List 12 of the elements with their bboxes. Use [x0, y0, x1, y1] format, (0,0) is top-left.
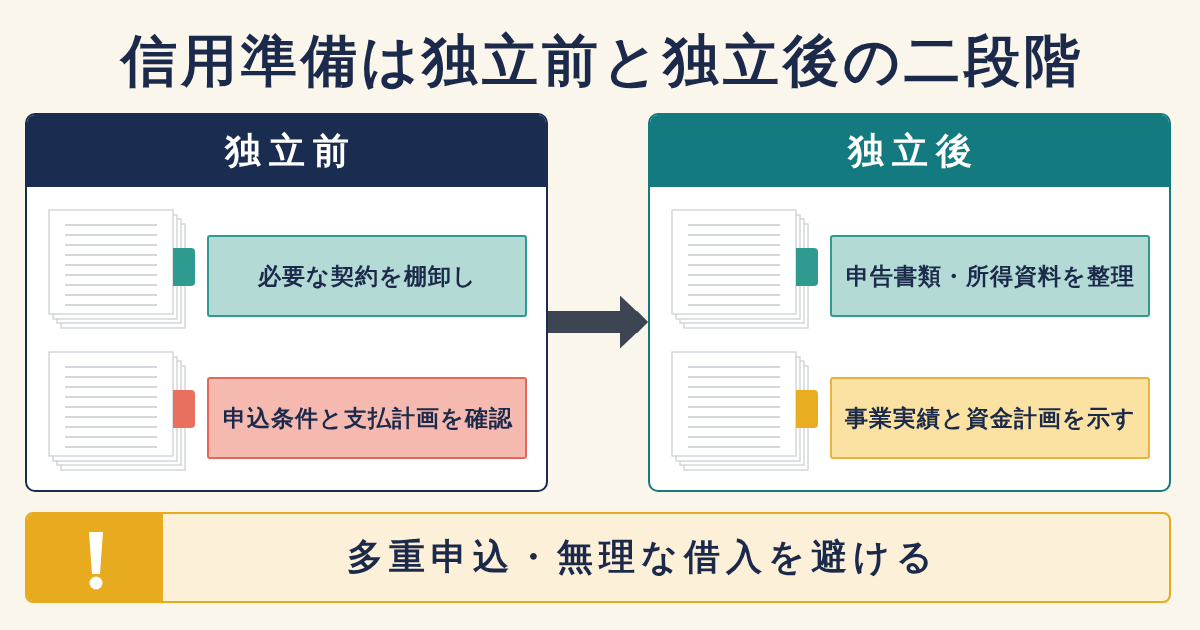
- warning-text: 多重申込・無理な借入を避ける: [346, 535, 939, 579]
- stage-panel: [25, 113, 548, 492]
- step-box: 申込条件と支払計画を確認: [207, 377, 527, 459]
- title: 信用準備は独立前と独立後の二段階: [118, 27, 1084, 95]
- step-box: 事業実績と資金計画を示す: [830, 377, 1150, 459]
- step-box: 必要な契約を棚卸し: [207, 235, 527, 317]
- stage-panel: [648, 113, 1171, 492]
- warning-banner: [25, 512, 1171, 603]
- arrow: [548, 295, 648, 349]
- step-box: 申告書類・所得資料を整理: [830, 235, 1150, 317]
- panel-heading: 独立前: [27, 115, 546, 187]
- panel-heading: 独立後: [650, 115, 1169, 187]
